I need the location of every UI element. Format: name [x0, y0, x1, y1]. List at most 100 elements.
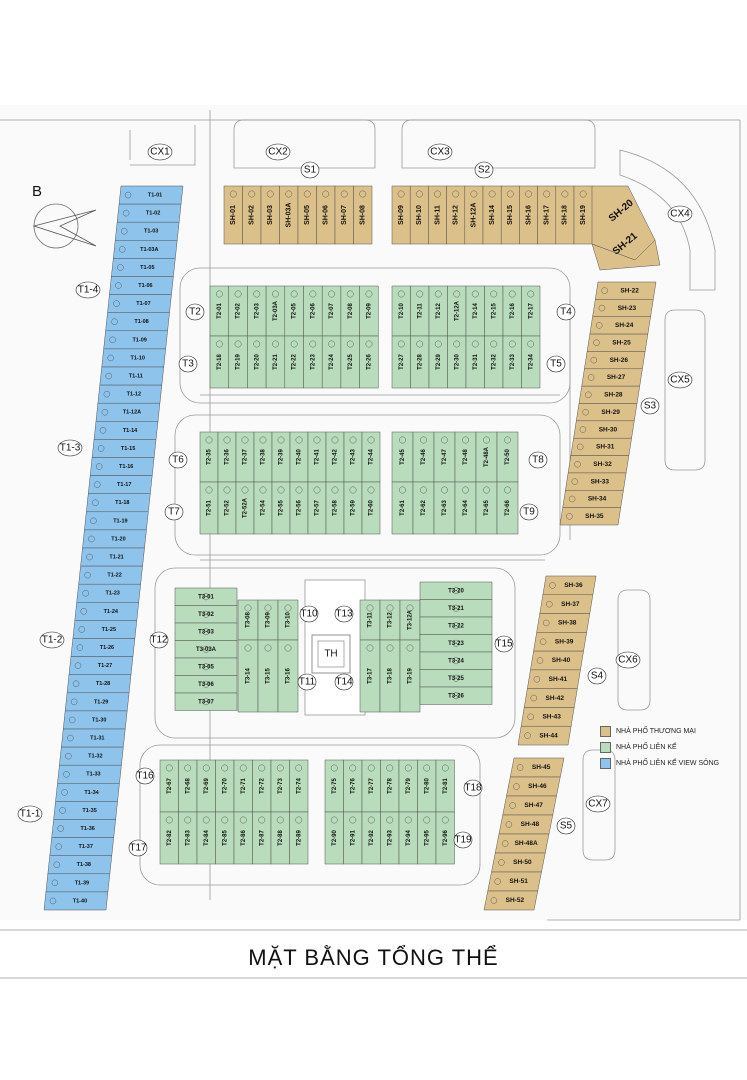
lot-label: T2-07	[329, 303, 335, 319]
lot-marker	[241, 436, 249, 444]
t-area-label-ring	[178, 355, 198, 373]
lot-label: T2-05	[292, 303, 298, 319]
lot-label: T1-39	[75, 880, 89, 886]
lot-marker	[76, 644, 84, 651]
lot-marker	[420, 436, 427, 444]
lot-marker	[80, 608, 87, 615]
t1-area-label-text: T1-1	[20, 809, 41, 820]
lot-label: T2-89	[296, 830, 302, 846]
lot-label: T1-15	[121, 446, 135, 452]
t1-area-label-text: T1-3	[60, 443, 81, 454]
lot	[289, 811, 309, 865]
lot-label: T1-38	[77, 862, 91, 868]
lot-marker	[70, 698, 78, 706]
lot-label: T1-12A	[123, 410, 141, 416]
lot-marker	[397, 340, 405, 348]
cx-label-ring	[615, 651, 641, 669]
s-label-ring	[587, 667, 607, 685]
lot-label: T2-78	[387, 778, 393, 794]
cx-label: CX2	[265, 143, 291, 161]
lot-marker	[508, 290, 516, 298]
lot-marker	[202, 663, 210, 671]
t-area-label-text: T14	[335, 677, 353, 688]
lot-marker	[221, 816, 229, 824]
lot-label: T2-46	[421, 449, 427, 465]
lot-marker	[399, 436, 406, 444]
lot-marker	[585, 391, 592, 399]
lot-label: T1-03A	[140, 247, 158, 253]
lot-marker	[346, 290, 354, 298]
lot-label: T2-64	[463, 500, 469, 516]
legend-swatch-river-view	[600, 757, 611, 769]
lot-marker	[504, 486, 511, 494]
t-area-label-ring	[297, 673, 317, 691]
s-label: S5	[556, 817, 576, 835]
lot-label: T2-41	[315, 449, 321, 465]
lot	[559, 507, 622, 526]
cx-label-ring	[585, 795, 611, 813]
lot-label: T1-33	[86, 772, 100, 778]
lot-label: T1-12	[127, 392, 141, 398]
lot-marker	[97, 445, 105, 452]
lot-marker	[303, 190, 311, 198]
lot-label: T1-10	[131, 355, 145, 361]
t-area-label-text: T9	[523, 507, 535, 518]
lot-label: SH-25	[612, 339, 631, 346]
lot-marker	[202, 593, 210, 601]
cx-label-text: CX4	[670, 209, 690, 220]
t-area-label: T6	[168, 451, 188, 469]
lot-marker	[259, 436, 267, 444]
lot-marker	[471, 290, 479, 298]
lot-label: T2-20	[254, 354, 260, 370]
lot-label: T2-62	[421, 500, 427, 516]
lot-marker	[221, 764, 229, 772]
t-area-label-ring	[164, 503, 184, 521]
lot-label: T2-08	[348, 303, 354, 319]
lot-label: T1-23	[106, 591, 120, 597]
lot-label: T3-01	[198, 594, 214, 600]
lot-marker	[406, 644, 414, 652]
lot-label: T2-51	[207, 500, 213, 516]
lot-label: T1-07	[136, 301, 150, 307]
t-area-label: T14	[334, 673, 354, 691]
lot-label: SH-03A	[286, 203, 293, 228]
lot-marker	[501, 840, 509, 847]
lot-label: T3-12	[388, 612, 394, 628]
lot-label: T2-38	[261, 449, 267, 465]
lot-label: T2-67	[167, 778, 173, 794]
lot-label: T2-14	[473, 303, 479, 319]
lot-label: T2-22	[292, 354, 298, 370]
lot-marker	[494, 878, 501, 885]
lot-label: T2-96	[443, 830, 449, 846]
s-label-ring	[474, 161, 494, 179]
lot-label: T2-76	[350, 778, 356, 794]
lot-marker	[266, 190, 274, 198]
lot-marker	[404, 764, 412, 772]
lot-marker	[241, 486, 249, 494]
lot-label: T1-36	[80, 826, 94, 832]
legend-item: NHÀ PHỐ LIÊN KẾ	[600, 739, 732, 755]
cx-label-ring	[147, 143, 173, 161]
lot-label: SH-48A	[515, 840, 538, 847]
t-area-label-text: T11	[299, 677, 316, 688]
lot-marker	[72, 680, 80, 687]
lot-marker	[92, 499, 99, 506]
lot-label: T2-87	[259, 830, 265, 846]
lot-marker	[113, 300, 120, 307]
lot-marker	[69, 716, 76, 724]
legend: NHÀ PHỐ THƯƠNG MẠI NHÀ PHỐ LIÊN KẾ NHÀ P…	[600, 723, 732, 771]
lot-marker	[505, 821, 513, 828]
lot-marker	[582, 408, 589, 416]
lot-marker	[453, 340, 461, 348]
lot-marker	[202, 645, 210, 653]
lot-label: SH-12	[453, 205, 460, 225]
lot-label: T3-03	[198, 629, 214, 635]
cx-label-text: CX6	[618, 655, 638, 666]
lot-marker	[239, 816, 247, 824]
lot-marker	[359, 190, 367, 198]
lot-marker	[82, 590, 89, 597]
t1-area-label: T1-1	[17, 805, 43, 823]
lot-marker	[441, 764, 449, 772]
lot-label: T2-82	[167, 830, 173, 846]
s-label-ring	[556, 817, 576, 835]
